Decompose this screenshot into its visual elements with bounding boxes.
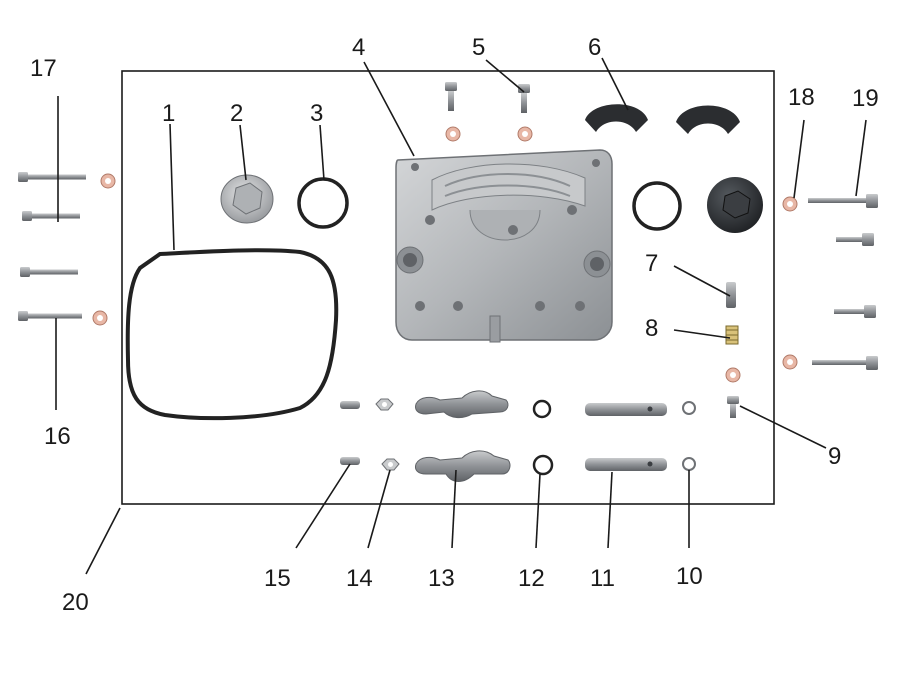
callout-8: 8 xyxy=(645,315,658,342)
part-bolt-left-2 xyxy=(22,211,80,221)
callout-17: 17 xyxy=(30,55,57,82)
part-washer xyxy=(725,367,741,383)
callout-10: 10 xyxy=(676,563,703,590)
leader-9 xyxy=(739,405,827,449)
part-bolt-left-3 xyxy=(20,267,78,277)
callout-14: 14 xyxy=(346,565,373,592)
callout-20: 20 xyxy=(62,589,89,616)
part-bolt-right-4 xyxy=(812,356,878,370)
leader-lines xyxy=(55,57,867,575)
part-rocker-arm-upper xyxy=(415,390,509,419)
callout-9: 9 xyxy=(828,443,841,470)
part-o-ring-right xyxy=(632,181,682,231)
callout-15: 15 xyxy=(264,565,291,592)
leader-2 xyxy=(239,124,247,181)
leader-13 xyxy=(451,469,457,549)
part-bolt-left-4-shank-ext xyxy=(70,313,82,319)
part-washer xyxy=(100,173,116,189)
callout-5: 5 xyxy=(472,34,485,61)
part-gasket xyxy=(125,248,339,421)
part-bolt-left-1 xyxy=(18,172,76,182)
part-o-ring-small-lower xyxy=(532,454,554,476)
part-washer xyxy=(782,196,798,212)
leader-15 xyxy=(295,463,351,549)
part-black-cap xyxy=(707,177,763,233)
part-o-ring-large xyxy=(297,177,349,229)
callout-6: 6 xyxy=(588,34,601,61)
part-cylinder-head-cover xyxy=(395,149,613,343)
part-washer xyxy=(92,310,108,326)
part-pin-upper xyxy=(340,401,360,409)
callout-13: 13 xyxy=(428,565,455,592)
callout-18: 18 xyxy=(788,84,815,111)
callout-19: 19 xyxy=(852,85,879,112)
part-half-moon-plug-left xyxy=(585,104,648,132)
part-small-bolt xyxy=(727,396,739,418)
callout-12: 12 xyxy=(518,565,545,592)
leader-1 xyxy=(169,123,175,251)
leader-18 xyxy=(793,119,805,199)
part-bolt-top-right xyxy=(518,84,530,113)
leader-7 xyxy=(673,265,731,297)
part-bolt-right-1 xyxy=(808,194,878,208)
callout-labels: 1 2 3 4 5 6 7 8 9 10 11 12 13 14 15 16 1… xyxy=(30,34,879,616)
part-washer xyxy=(782,354,798,370)
part-bolt-right-3 xyxy=(834,305,876,318)
leader-3 xyxy=(319,124,325,181)
leader-20 xyxy=(85,507,121,575)
part-shaft-lower xyxy=(585,458,667,471)
callout-7: 7 xyxy=(645,250,658,277)
part-nut-upper xyxy=(375,398,394,411)
part-shaft-upper xyxy=(585,403,667,416)
leader-11 xyxy=(607,471,613,549)
callout-1: 1 xyxy=(162,100,175,127)
part-filler-cap xyxy=(220,174,274,224)
part-bolt-top-left xyxy=(445,82,457,111)
part-washer xyxy=(445,126,461,142)
part-pin xyxy=(726,282,736,308)
leader-14 xyxy=(367,469,391,549)
part-o-ring-small-upper xyxy=(532,399,552,419)
callout-3: 3 xyxy=(310,100,323,127)
callout-11: 11 xyxy=(590,565,615,592)
part-bolt-left-1-shank-ext xyxy=(70,174,86,180)
part-rocker-arm-lower xyxy=(415,450,511,482)
part-bolt-right-2 xyxy=(836,233,874,246)
part-ring-lower xyxy=(682,457,696,471)
callout-16: 16 xyxy=(44,423,71,450)
leader-5 xyxy=(485,59,525,93)
leader-19 xyxy=(855,119,867,197)
part-pin-lower xyxy=(340,457,360,465)
callout-4: 4 xyxy=(352,34,365,61)
part-spring xyxy=(725,325,739,345)
part-ring-upper xyxy=(682,401,696,415)
leader-12 xyxy=(535,473,541,549)
part-bolt-left-4 xyxy=(18,311,76,321)
part-half-moon-plug-right xyxy=(676,105,740,134)
leader-6 xyxy=(601,57,629,111)
part-nut-lower xyxy=(381,458,400,471)
part-washer xyxy=(517,126,533,142)
callout-2: 2 xyxy=(230,100,243,127)
frame-outline xyxy=(121,70,775,505)
leader-8 xyxy=(673,329,731,339)
leader-4 xyxy=(363,61,415,157)
